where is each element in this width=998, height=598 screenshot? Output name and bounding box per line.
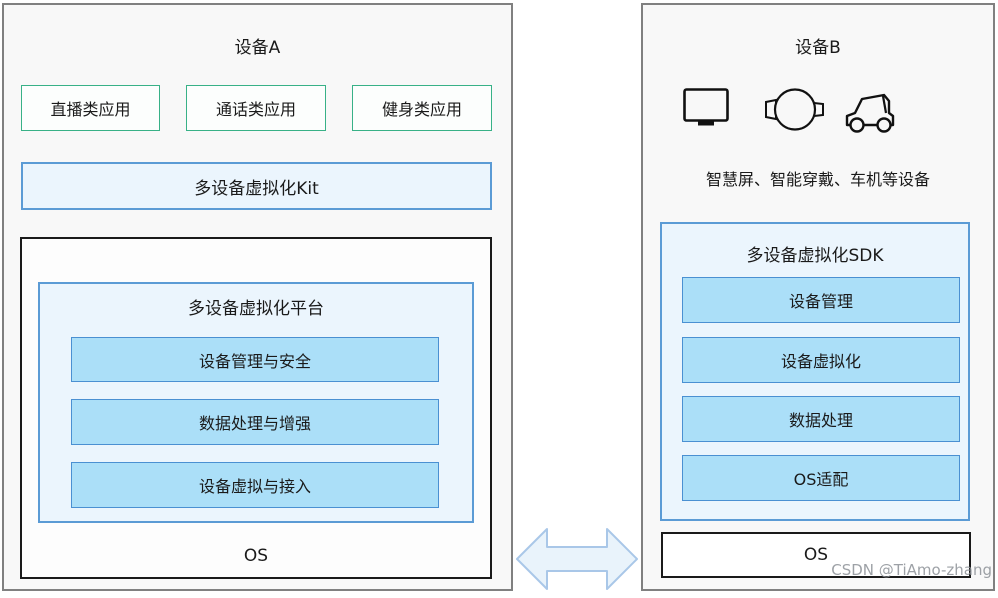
device-types-text: 智慧屏、智能穿戴、车机等设备: [705, 170, 930, 189]
module-device-management-security: 设备管理与安全: [71, 337, 439, 382]
device-a-title: 设备A: [234, 37, 281, 58]
device-b-title: 设备B: [795, 37, 841, 58]
app-box-calling: 通话类应用: [186, 85, 326, 131]
module-os-adaptation: OS适配: [682, 455, 960, 501]
device-b-os-box: OS: [661, 532, 971, 578]
module-data-processing: 数据处理: [682, 396, 960, 442]
virtualization-sdk-title: 多设备虚拟化SDK: [746, 245, 884, 266]
smart-screen-icon: [683, 88, 729, 128]
module-device-virtualization-access: 设备虚拟与接入: [71, 462, 439, 508]
multi-device-virtualization-kit-box: 多设备虚拟化Kit: [21, 162, 492, 210]
watch-icon: [762, 83, 828, 136]
app-box-fitness: 健身类应用: [352, 85, 492, 131]
bidirectional-arrow-icon: [516, 526, 638, 593]
module-device-management: 设备管理: [682, 277, 960, 323]
app-box-live-streaming: 直播类应用: [21, 85, 160, 131]
watermark-text: CSDN @TiAmo-zhang: [831, 561, 992, 579]
virtualization-platform-title: 多设备虚拟化平台: [188, 298, 324, 319]
device-a-os-label: OS: [243, 546, 269, 566]
car-icon: [845, 89, 895, 133]
module-data-processing-enhancement: 数据处理与增强: [71, 399, 439, 445]
module-device-virtualization: 设备虚拟化: [682, 337, 960, 383]
